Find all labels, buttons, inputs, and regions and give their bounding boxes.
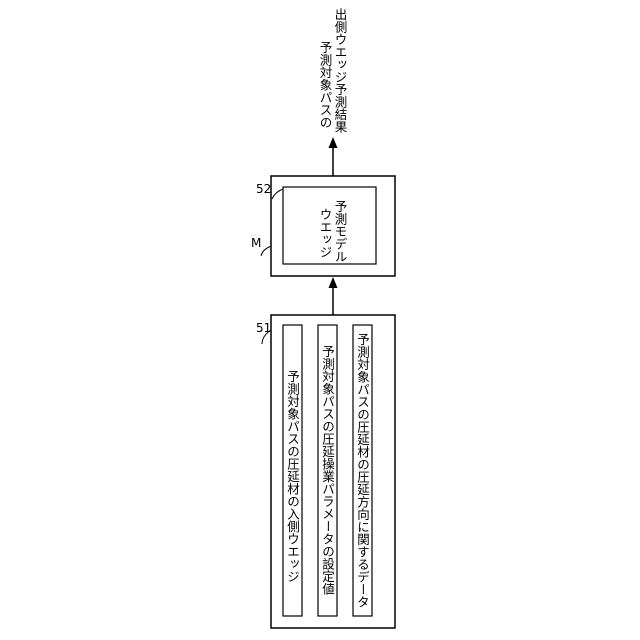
input-block-ref: 51 <box>256 321 271 335</box>
model-inner-ref: 52 <box>256 182 271 196</box>
model-block: M 52 ウエッジ 予測モデル <box>251 176 395 276</box>
model-label-line2: 予測モデル <box>333 200 348 263</box>
input-block: 51 予測対象パスの圧延材の入側ウエッジ 予測対象パスの圧延操業パラメータの設定… <box>256 315 395 628</box>
input-item-2-label: 予測対象パスの圧延操業パラメータの設定値 <box>320 345 335 595</box>
input-item-3-label: 予測対象パスの圧延材の圧延方向に関するデータ <box>355 333 370 608</box>
output-line2: 出側ウエッジ予測結果 <box>333 8 348 133</box>
model-outer-ref: M <box>251 236 261 250</box>
output-label: 予測対象パスの 出側ウエッジ予測結果 <box>318 8 348 133</box>
model-label-line1: ウエッジ <box>318 208 333 258</box>
input-item-1-label: 予測対象パスの圧延材の入側ウエッジ <box>285 370 300 583</box>
model-inner-ref-leader <box>272 189 283 199</box>
model-to-output-arrow <box>329 137 338 176</box>
model-outer-ref-leader <box>261 246 271 256</box>
output-line1: 予測対象パスの <box>318 41 333 129</box>
input-to-model-arrow <box>329 277 338 315</box>
